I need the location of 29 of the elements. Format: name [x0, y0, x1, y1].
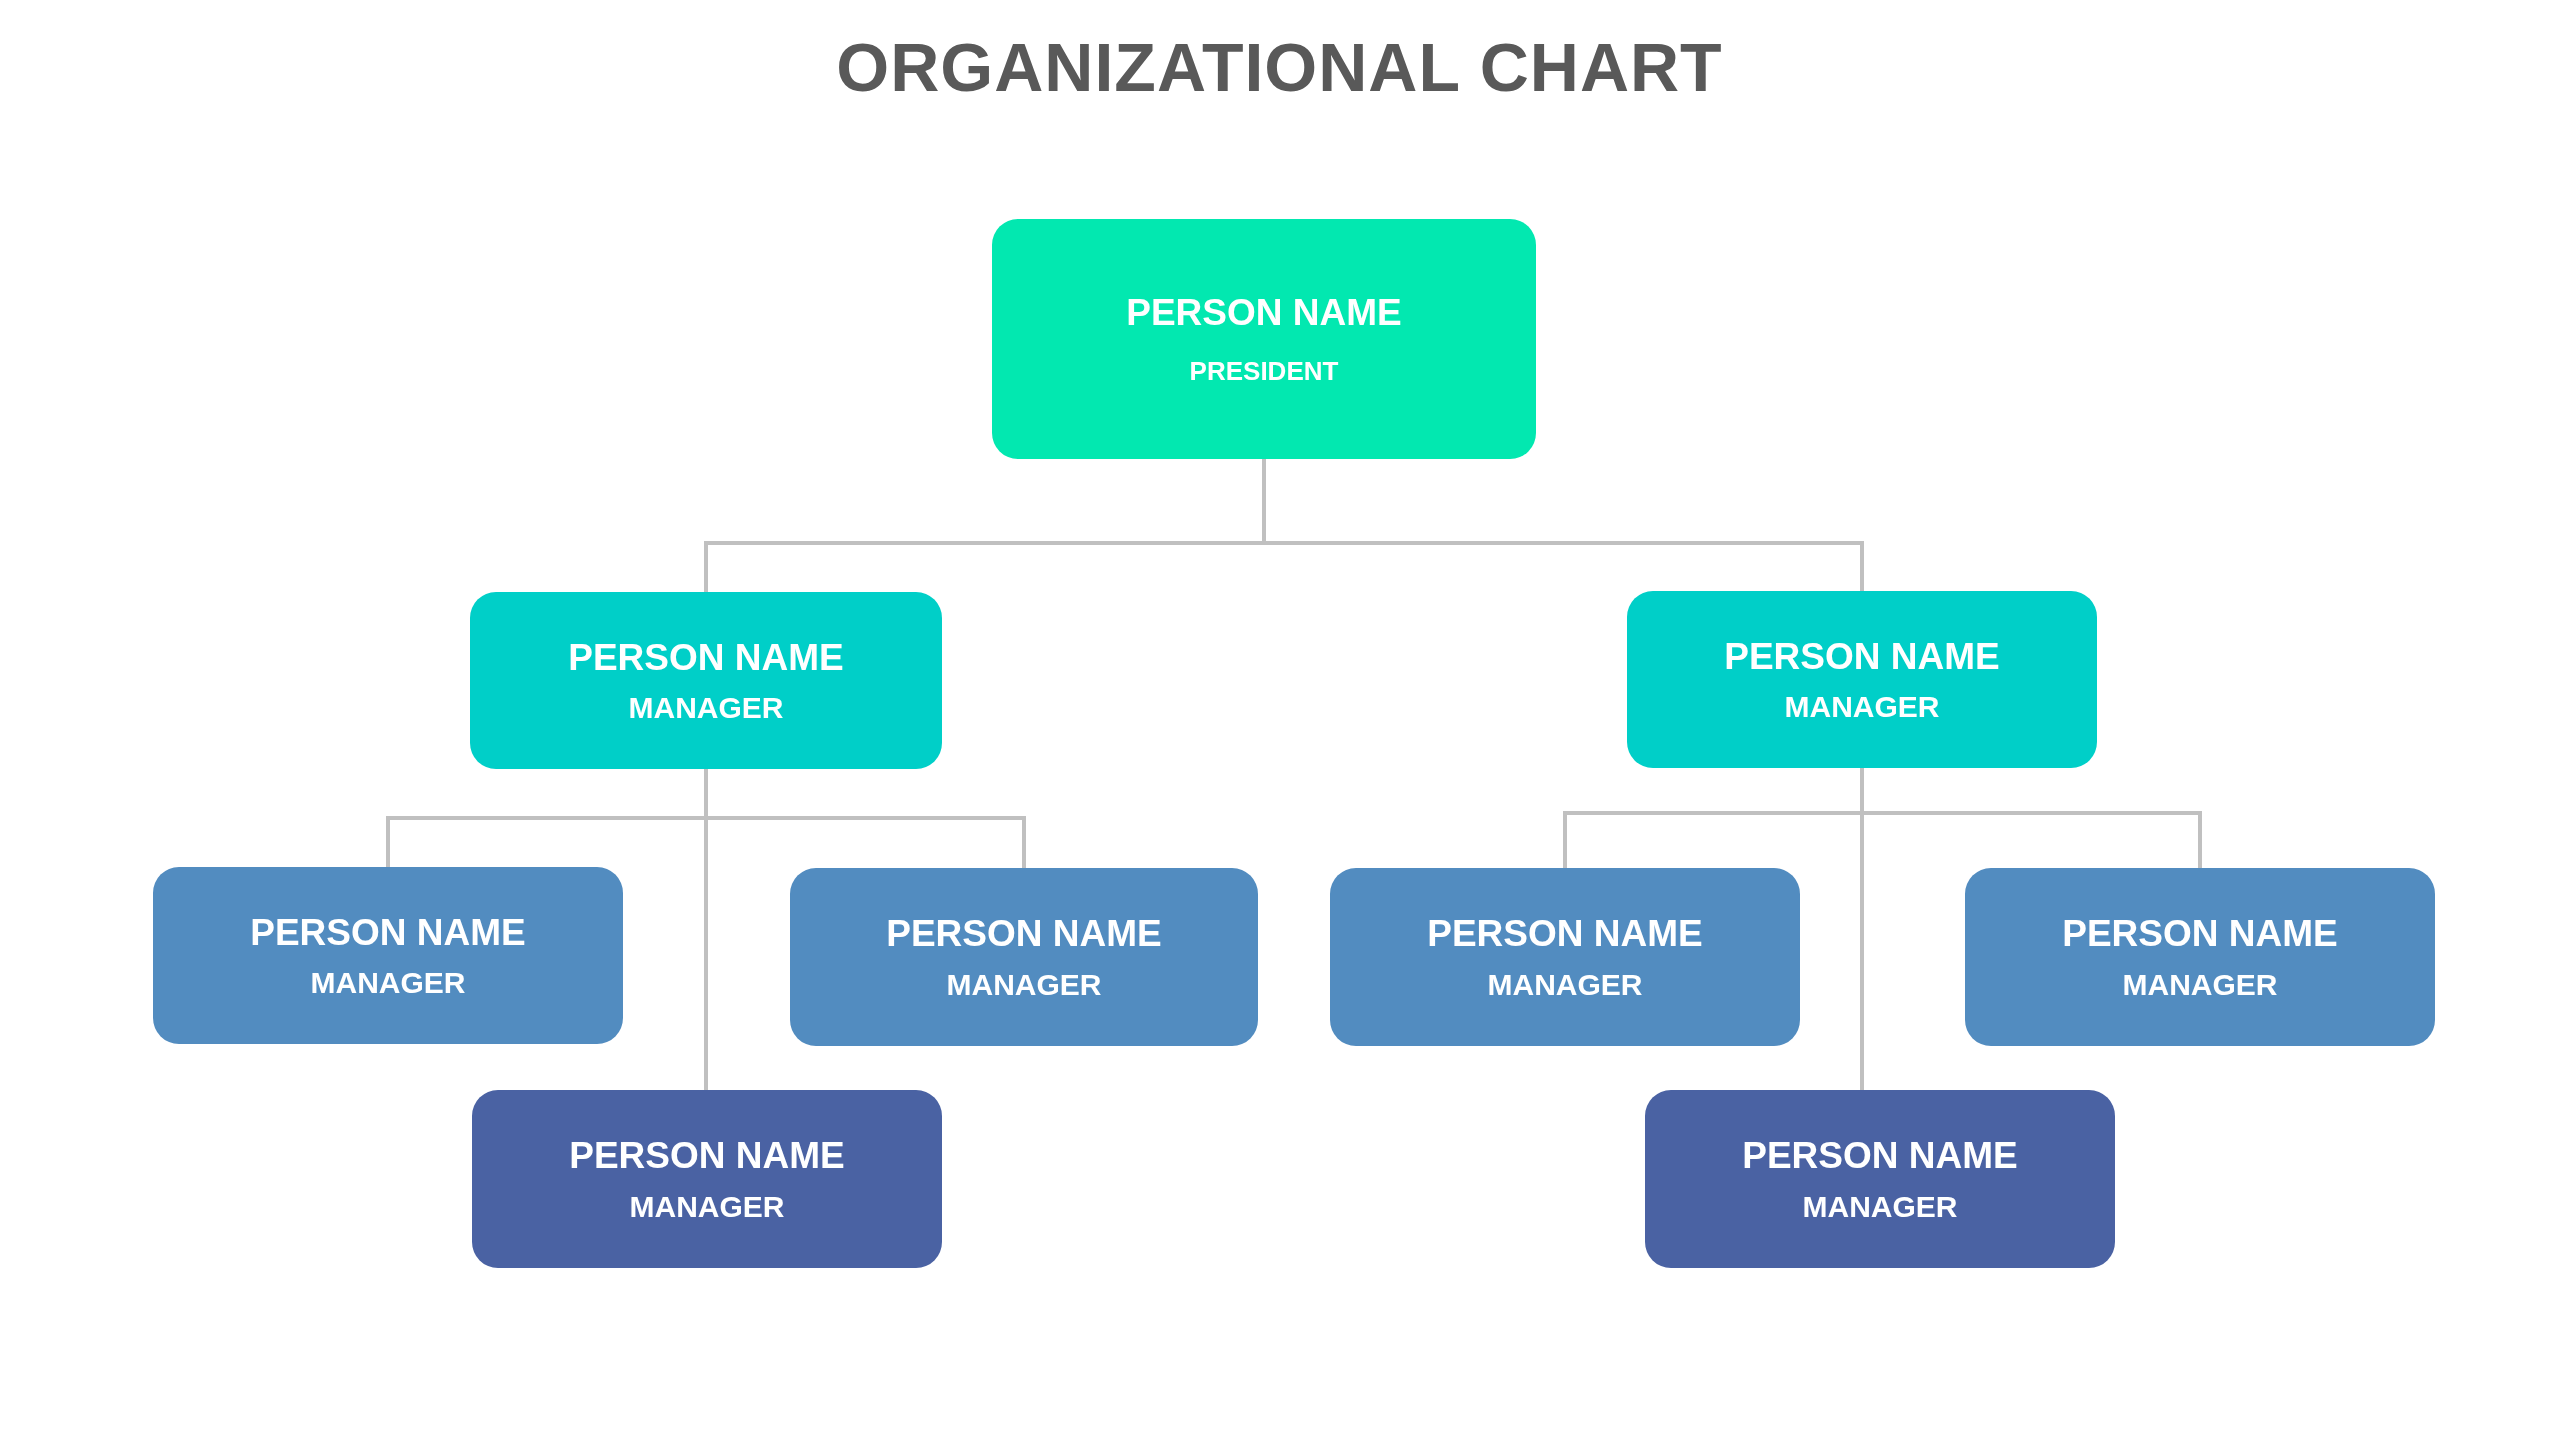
person-name: PERSON NAME: [569, 1134, 845, 1179]
person-card: [992, 219, 1536, 459]
chart-title: ORGANIZATIONAL CHART: [835, 28, 1724, 106]
person-name: PERSON NAME: [1126, 291, 1402, 336]
job-title: PRESIDENT: [1189, 355, 1339, 389]
person-card: [1627, 591, 2097, 768]
job-title: MANAGER: [2122, 966, 2278, 1003]
job-title: MANAGER: [1784, 689, 1940, 726]
person-card: [472, 1090, 942, 1268]
job-title: MANAGER: [1487, 966, 1643, 1003]
job-title: MANAGER: [628, 690, 784, 727]
person-name: PERSON NAME: [886, 912, 1162, 957]
person-card: [153, 867, 623, 1044]
person-card: [1645, 1090, 2115, 1268]
job-title: MANAGER: [946, 966, 1102, 1003]
job-title: MANAGER: [310, 965, 466, 1002]
person-card: [1330, 868, 1800, 1046]
job-title: MANAGER: [1802, 1188, 1958, 1225]
person-name: PERSON NAME: [250, 910, 526, 955]
person-name: PERSON NAME: [1427, 912, 1703, 957]
job-title: MANAGER: [629, 1188, 785, 1225]
person-card: [790, 868, 1258, 1046]
person-name: PERSON NAME: [1724, 634, 2000, 679]
person-name: PERSON NAME: [568, 635, 844, 680]
person-name: PERSON NAME: [2062, 912, 2338, 957]
connector-line: [1860, 768, 1864, 1090]
person-card: [470, 592, 942, 769]
person-card: [1965, 868, 2435, 1046]
person-name: PERSON NAME: [1742, 1134, 2018, 1179]
